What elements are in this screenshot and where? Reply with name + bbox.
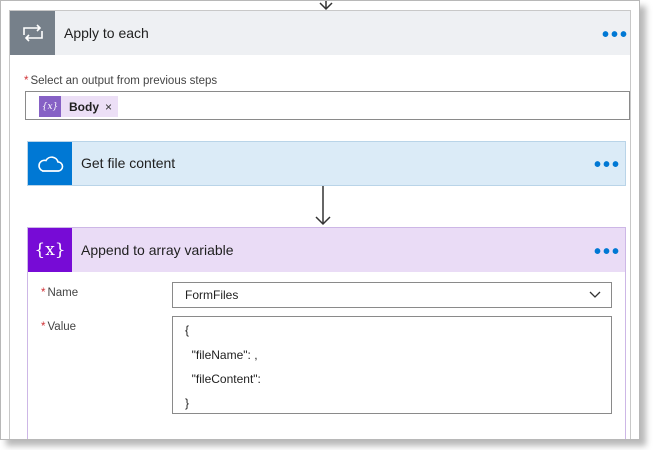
- value-line: "fileName": ,: [185, 348, 258, 362]
- append-more-icon[interactable]: •••: [594, 241, 622, 263]
- required-mark: *: [41, 287, 46, 299]
- select-output-text: Select an output from previous steps: [30, 75, 218, 87]
- get-file-content-title: Get file content: [81, 155, 176, 171]
- body-token[interactable]: {x} Body ×: [39, 96, 119, 117]
- chevron-down-icon: [589, 291, 601, 298]
- apply-to-each-more-icon[interactable]: •••: [602, 24, 630, 46]
- apply-to-each-card: Apply to each ••• *Select an output from…: [9, 10, 631, 439]
- append-to-array-title: Append to array variable: [81, 242, 234, 258]
- remove-token-icon[interactable]: ×: [105, 99, 113, 114]
- name-label: *Name: [41, 287, 78, 299]
- required-mark: *: [24, 75, 29, 87]
- apply-to-each-header[interactable]: Apply to each •••: [10, 11, 630, 55]
- connector-arrow-icon: [319, 1, 333, 11]
- name-dropdown-value: FormFiles: [185, 288, 239, 302]
- name-label-text: Name: [47, 287, 79, 299]
- flow-canvas: Apply to each ••• *Select an output from…: [0, 0, 640, 440]
- flow-arrow-icon: [315, 186, 331, 226]
- append-to-array-card: {x} Append to array variable ••• *Name F…: [27, 227, 626, 439]
- apply-to-each-title: Apply to each: [64, 25, 149, 41]
- variable-icon: {x}: [28, 228, 72, 272]
- value-line: }: [185, 396, 190, 410]
- required-mark: *: [41, 321, 46, 333]
- get-file-content-card[interactable]: Get file content •••: [27, 141, 626, 186]
- onedrive-cloud-icon: [28, 142, 72, 185]
- get-file-content-more-icon[interactable]: •••: [594, 154, 622, 176]
- variable-token-icon: {x}: [39, 96, 61, 117]
- value-label: *Value: [41, 321, 76, 333]
- name-dropdown[interactable]: FormFiles: [172, 282, 612, 308]
- select-output-input[interactable]: {x} Body ×: [25, 91, 630, 120]
- loop-icon: [10, 11, 55, 55]
- value-line: {: [185, 323, 190, 337]
- value-label-text: Value: [47, 321, 77, 333]
- select-output-label: *Select an output from previous steps: [24, 75, 217, 87]
- value-line: "fileContent":: [185, 372, 261, 386]
- value-input[interactable]: { "fileName": , "fileContent": }: [172, 316, 612, 414]
- append-to-array-header[interactable]: {x} Append to array variable •••: [28, 228, 625, 272]
- token-label: Body: [69, 99, 99, 114]
